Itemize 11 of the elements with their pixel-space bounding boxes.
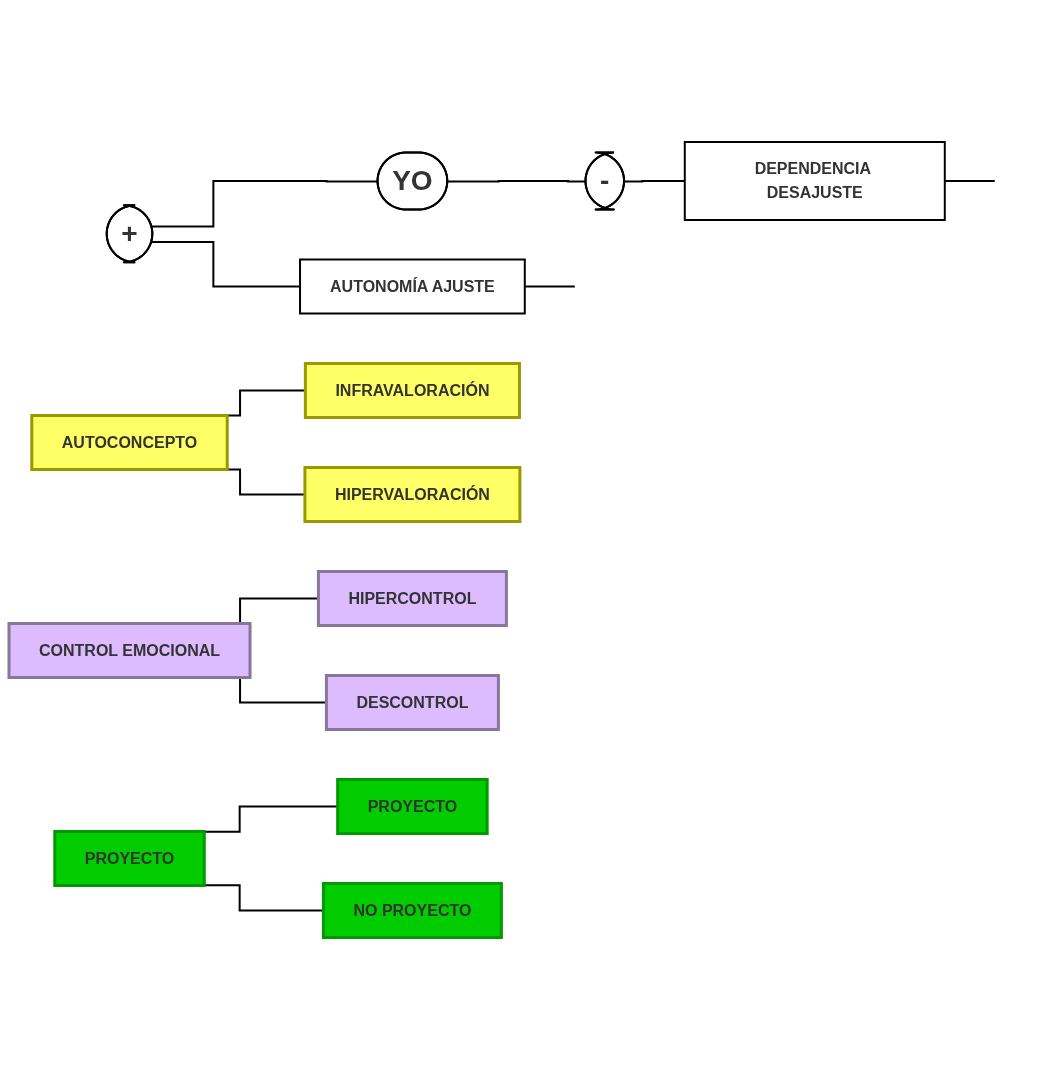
node-box: CONTROL EMOCIONAL (7, 622, 252, 680)
node-box: INFRAVALORACIÓN (304, 362, 522, 420)
node-box: PROYECTO (336, 778, 489, 836)
node-box: NO PROYECTO (322, 882, 503, 940)
node-box: DEPENDENCIA DESAJUSTE (683, 141, 946, 222)
node-box: PROYECTO (53, 830, 206, 888)
node-box: HIPERVALORACIÓN (303, 466, 522, 524)
node-box: AUTONOMÍA AJUSTE (299, 258, 526, 315)
node-box: HIPERCONTROL (317, 570, 508, 628)
node-box: DESCONTROL (325, 674, 500, 732)
node-box: AUTOCONCEPTO (30, 414, 229, 472)
